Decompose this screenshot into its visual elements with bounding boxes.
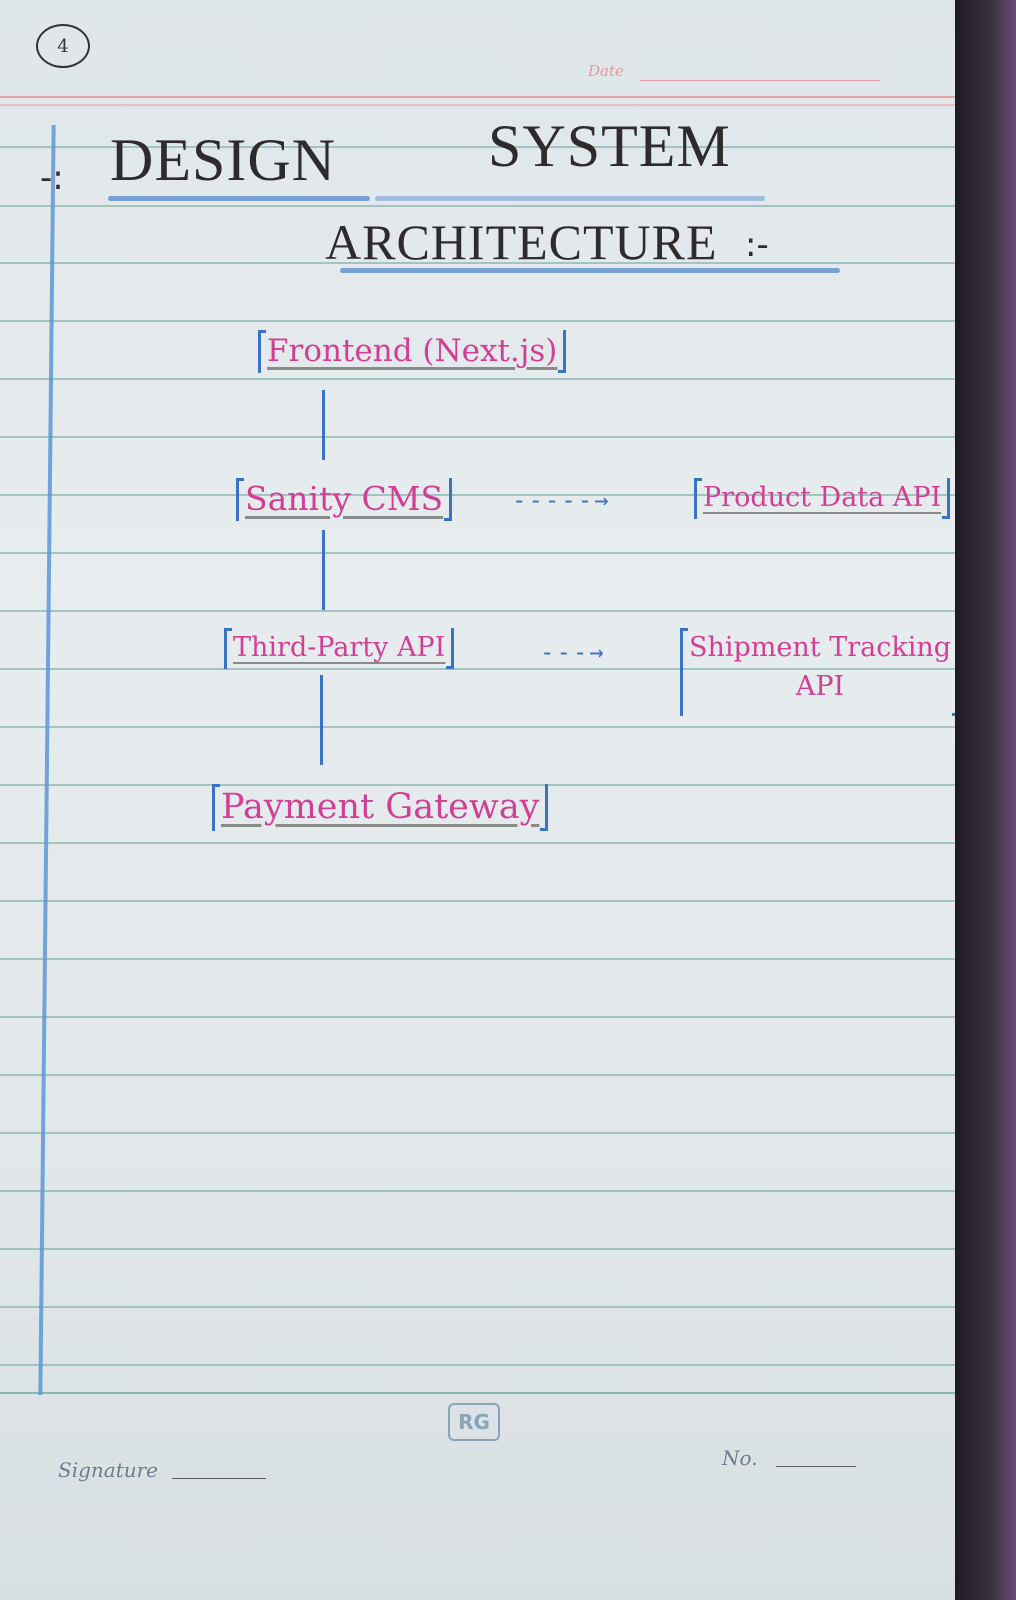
node-label: Sanity CMS [245, 479, 444, 518]
connector-sanity-third [322, 530, 325, 610]
arrow-sanity-to-product: -----→ [512, 486, 611, 514]
signature-label: Signature [58, 1458, 159, 1482]
margin-rule-top-2 [0, 104, 955, 106]
heading-prefix-mark: -: [40, 158, 64, 198]
ruled-line [0, 1074, 955, 1076]
ruled-line [0, 436, 955, 438]
node-frontend: Frontend (Next.js) [258, 330, 567, 373]
number-line [776, 1466, 856, 1467]
ruled-line [0, 262, 955, 264]
heading-word-system: SYSTEM [488, 113, 731, 179]
connector-third-payment [320, 675, 323, 765]
ruled-line [0, 205, 955, 207]
ruled-line [0, 1248, 955, 1250]
node-label-line2: API [795, 671, 845, 702]
ruled-line [0, 1364, 955, 1366]
notebook-page: 4 Date -: DESIGN SYSTEM ARCHITECTURE :- … [0, 0, 955, 1600]
ruled-line [0, 610, 955, 612]
heading-underline [108, 196, 370, 201]
date-label: Date [588, 62, 624, 80]
connector-frontend-sanity [322, 390, 325, 460]
ruled-line [0, 320, 955, 322]
ruled-line [0, 494, 955, 496]
node-label: Payment Gateway [221, 787, 540, 827]
heading-suffix-mark: :- [745, 225, 769, 265]
heading-word-design: DESIGN [110, 127, 336, 193]
ruled-line [0, 1132, 955, 1134]
node-label-line1: Shipment Tracking [689, 632, 952, 663]
node-label: Frontend (Next.js) [267, 333, 558, 369]
ruled-line [0, 378, 955, 380]
node-sanity-cms: Sanity CMS [236, 478, 453, 521]
ruled-line [0, 668, 955, 670]
ruled-line [0, 1306, 955, 1308]
page-edge-background [955, 0, 1016, 1600]
ruled-line [0, 726, 955, 728]
number-label: No. [722, 1446, 758, 1470]
ruled-line [0, 1016, 955, 1018]
page-number: 4 [36, 24, 90, 68]
signature-line [172, 1478, 266, 1479]
node-label: Product Data API [703, 482, 942, 513]
node-label: Third-Party API [233, 632, 446, 663]
date-line [640, 80, 880, 81]
ruled-line [0, 900, 955, 902]
node-product-data-api: Product Data API [694, 478, 951, 519]
ruled-line [0, 552, 955, 554]
margin-line [38, 125, 56, 1395]
ruled-line-bottom [0, 1392, 955, 1394]
heading-word-architecture: ARCHITECTURE [325, 214, 718, 270]
ruled-line [0, 1190, 955, 1192]
ruled-line [0, 784, 955, 786]
ruled-line [0, 842, 955, 844]
margin-rule-top [0, 96, 955, 98]
ruled-line [0, 146, 955, 148]
arrow-third-to-shipment: ---→ [540, 638, 606, 666]
brand-logo: RG [448, 1403, 500, 1441]
heading-underline [340, 268, 840, 273]
node-shipment-tracking-api: Shipment Tracking API [680, 628, 955, 716]
heading-underline [375, 196, 765, 201]
node-payment-gateway: Payment Gateway [212, 784, 549, 831]
node-third-party-api: Third-Party API [224, 628, 455, 669]
ruled-line [0, 958, 955, 960]
